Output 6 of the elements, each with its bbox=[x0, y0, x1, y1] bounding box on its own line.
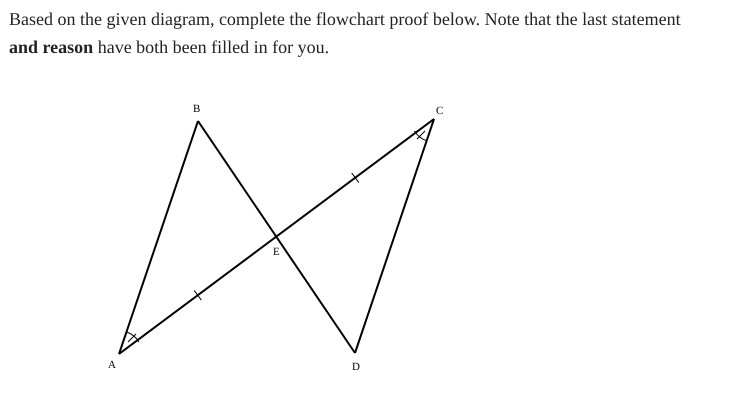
point-label: B bbox=[193, 104, 200, 115]
point-label: D bbox=[352, 362, 360, 373]
instruction-text: Based on the given diagram, complete the flowchart proof below. Note that the last statement and reason have both been filled in for you. bbox=[9, 8, 682, 59]
point-label: C bbox=[436, 106, 444, 117]
point-label: E bbox=[273, 247, 280, 258]
point-label: A bbox=[108, 360, 116, 371]
